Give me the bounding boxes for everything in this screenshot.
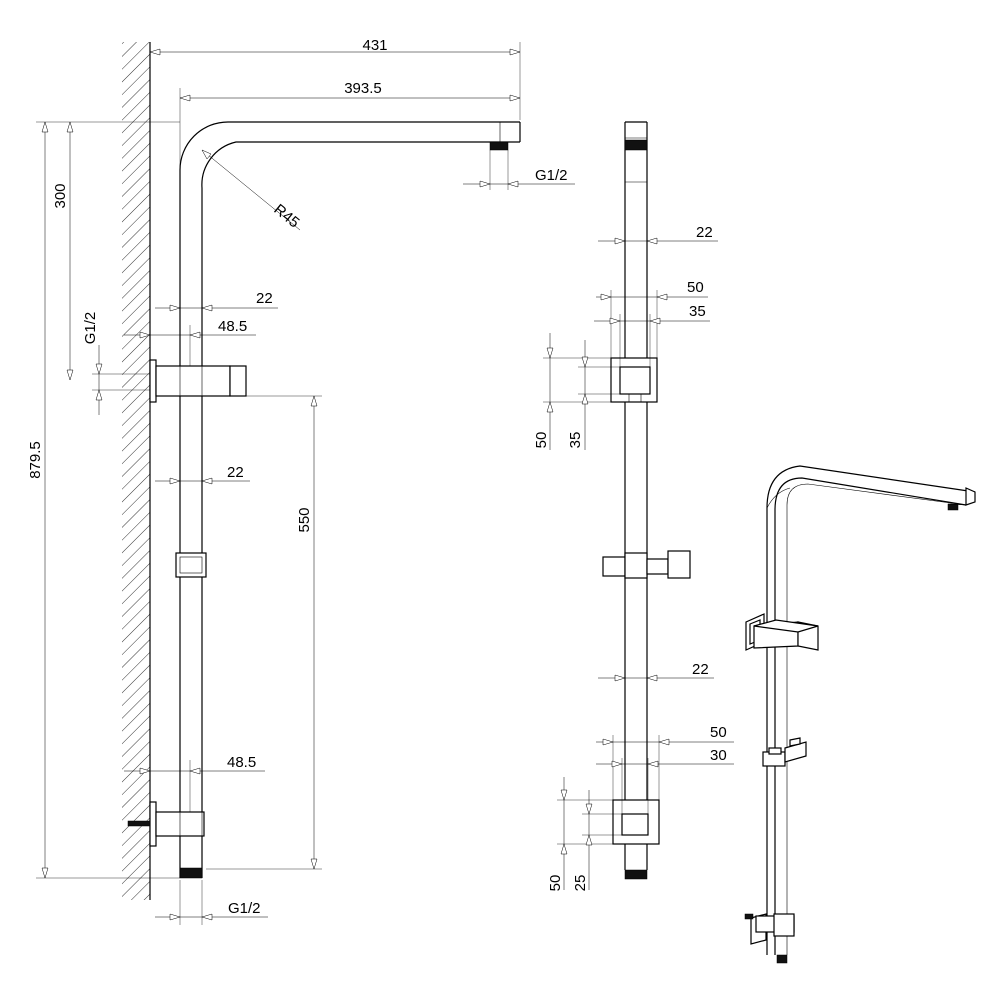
dim-outlet-thread: G1/2 (535, 167, 568, 184)
front-top-band (624, 139, 648, 151)
iso-outlet-nut (947, 503, 959, 511)
front-dim-50-top-width: 50 (687, 279, 704, 296)
dim-offset-48-5-lower: 48.5 (227, 754, 256, 771)
front-lower-bracket-plate (612, 799, 660, 845)
front-dim-50-bottom-height: 50 (547, 875, 564, 892)
wall-hatch (122, 42, 150, 900)
front-dim-22-top: 22 (696, 224, 713, 241)
lower-wall-plate (149, 801, 157, 847)
dim-550: 550 (296, 507, 313, 532)
upper-holder (155, 365, 231, 397)
front-dim-50-bottom-width: 50 (710, 724, 727, 741)
upper-holder-cap (229, 365, 247, 397)
dim-radius: R45 (270, 201, 302, 232)
front-view: 22 50 35 50 35 22 (533, 121, 734, 892)
front-slider-right-arm (646, 558, 669, 575)
front-dim-30-bottom-width: 30 (710, 747, 727, 764)
front-slider-center (624, 552, 648, 579)
dim-393-5: 393.5 (344, 80, 382, 97)
front-dim-35-top-width: 35 (689, 303, 706, 320)
front-dim-50-top-height: 50 (533, 432, 550, 449)
bottom-nut (179, 867, 203, 879)
shower-arm-inner (201, 141, 520, 878)
shower-arm-outer (179, 121, 520, 878)
dim-inlet-thread: G1/2 (82, 312, 99, 345)
upper-wall-plate (149, 359, 157, 403)
side-view: 431 393.5 G1/2 R45 879.5 300 (27, 37, 575, 925)
dim-tube-22-mid: 22 (227, 464, 244, 481)
isometric-view (744, 465, 976, 964)
dim-879-5: 879.5 (27, 441, 44, 479)
front-dim-35-top-height: 35 (567, 432, 584, 449)
front-dim-22-bottom: 22 (692, 661, 709, 678)
dim-offset-48-5-upper: 48.5 (218, 318, 247, 335)
arm-outlet-nut (489, 141, 509, 151)
dim-bottom-thread: G1/2 (228, 900, 261, 917)
slider (175, 552, 207, 578)
wall-screw (127, 820, 151, 827)
front-upper-bracket-holder (619, 366, 651, 395)
front-slider-right-box (667, 550, 691, 579)
front-lower-bracket-holder (621, 813, 649, 836)
dim-tube-22-upper: 22 (256, 290, 273, 307)
dim-431: 431 (362, 37, 387, 54)
front-slider-left (602, 556, 626, 577)
dim-300: 300 (52, 183, 69, 208)
front-dim-25-bottom-height: 25 (572, 875, 589, 892)
front-bottom-nut (624, 869, 648, 880)
iso-bottom-nut (776, 954, 788, 964)
